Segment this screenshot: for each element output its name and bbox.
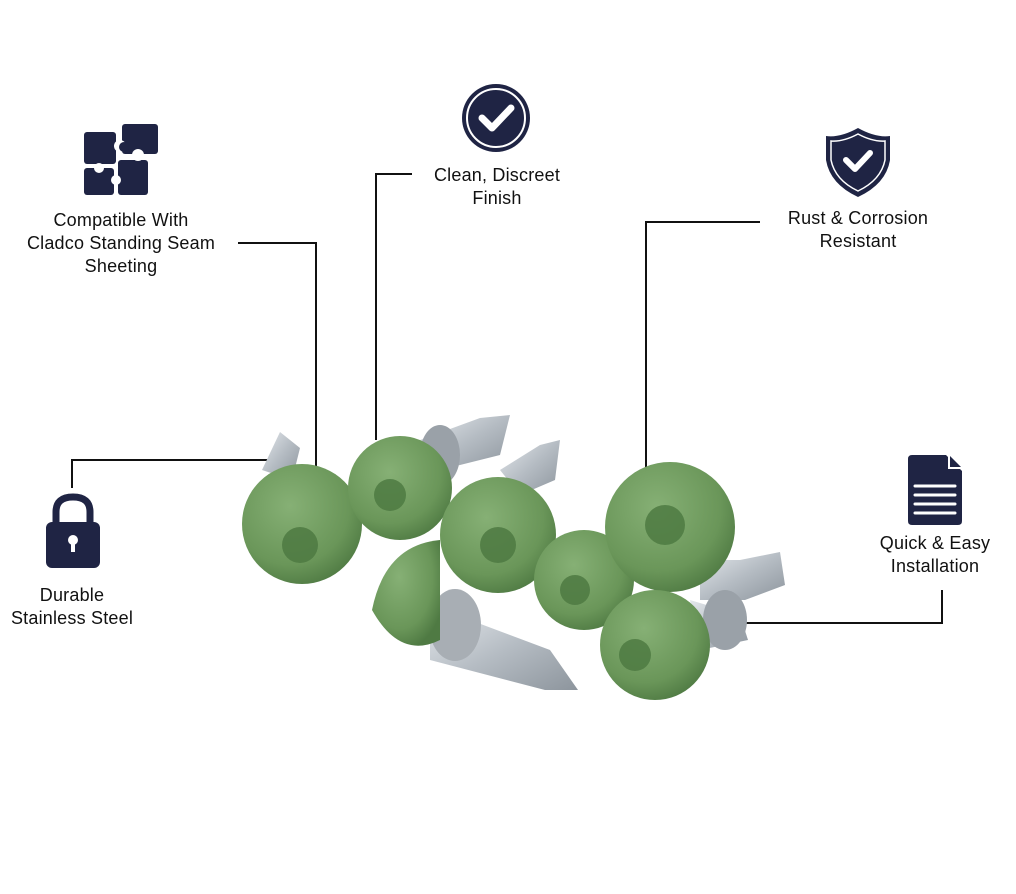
feature-durable: Durable Stainless Steel [11, 584, 133, 630]
shield-check-icon [826, 128, 890, 197]
feature-line: Stainless Steel [10, 608, 134, 628]
feature-finish: Clean, Discreet Finish [434, 164, 560, 210]
padlock-icon [46, 493, 100, 568]
feature-line: Clean, Discreet [433, 165, 561, 185]
feature-rust: Rust & Corrosion Resistant [788, 207, 928, 253]
feature-line: Durable [39, 585, 105, 605]
connector-rust [645, 221, 760, 470]
document-icon [908, 455, 962, 525]
feature-install: Quick & Easy Installation [880, 532, 990, 578]
feature-line: Compatible With [53, 210, 189, 230]
check-circle-icon [462, 84, 530, 152]
puzzle-icon [84, 124, 158, 195]
feature-line: Rust & Corrosion [787, 208, 929, 228]
feature-line: Resistant [819, 231, 897, 251]
feature-compatible: Compatible With Cladco Standing Seam She… [27, 209, 215, 278]
connector-finish [375, 173, 412, 440]
connector-durable [71, 459, 272, 488]
feature-line: Sheeting [84, 256, 158, 276]
connector-compatible [238, 242, 317, 470]
feature-line: Finish [472, 188, 522, 208]
screws-image [242, 415, 785, 700]
feature-line: Cladco Standing Seam [26, 233, 216, 253]
feature-line: Installation [890, 556, 980, 576]
connector-lines [71, 173, 943, 624]
feature-line: Quick & Easy [879, 533, 991, 553]
connector-install [742, 590, 943, 624]
